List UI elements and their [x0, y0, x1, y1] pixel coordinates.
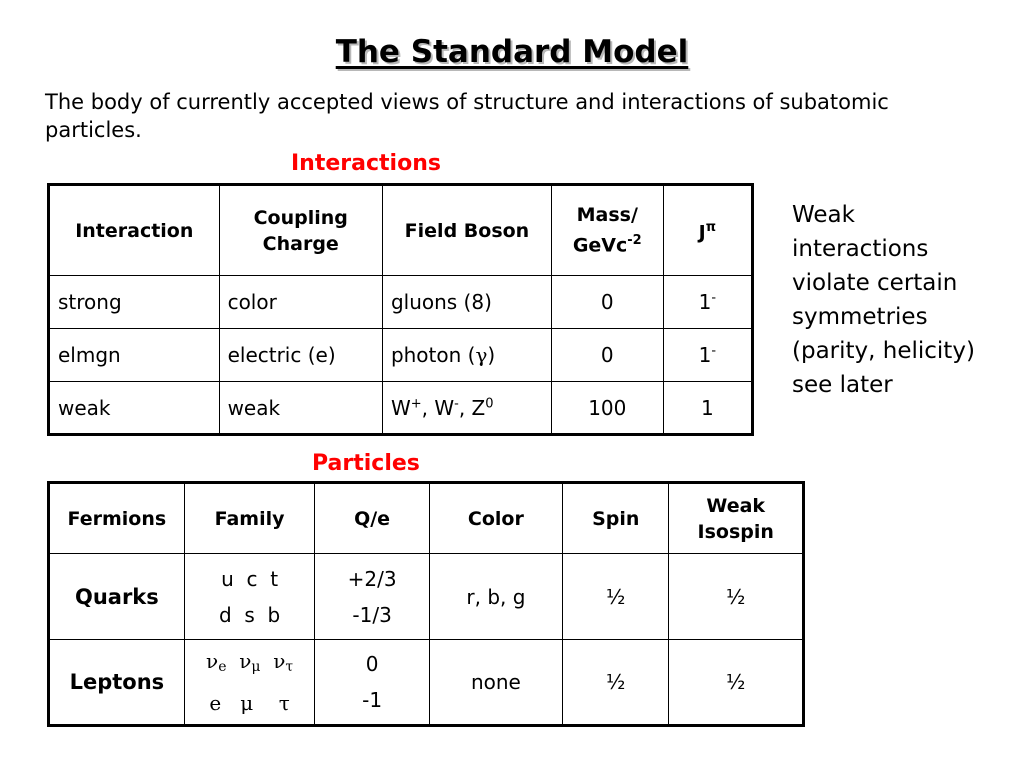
z-charge: 0 [485, 395, 494, 411]
header-family: Family [183, 482, 316, 554]
note-line: symmetries [792, 304, 928, 330]
charge-line: -1 [362, 688, 383, 712]
header-mass-exponent: -2 [627, 233, 642, 249]
isospin-cell: ½ [668, 553, 804, 640]
interaction-boson: photon (γ) [381, 328, 552, 382]
header-isospin-line2: Isospin [697, 520, 774, 543]
nu-symbol: ν [239, 649, 252, 673]
header-mass: Mass/ GeVc-2 [550, 184, 664, 276]
particles-heading: Particles [312, 451, 420, 476]
interactions-heading: Interactions [291, 151, 441, 176]
particles-header-row: Fermions Family Q/e Color Spin Weak Isos… [48, 482, 804, 554]
fermion-type: Quarks [48, 553, 185, 640]
nu-symbol: ν [273, 649, 286, 673]
header-coupling-line2: Charge [262, 232, 339, 255]
header-jpi-base: J [698, 221, 706, 244]
header-field-boson: Field Boson [381, 184, 552, 276]
header-mass-line1: Mass/ [576, 204, 638, 227]
jpi-value: 1 [698, 343, 712, 367]
interactions-header-row: Interaction Coupling Charge Field Boson … [48, 184, 754, 276]
header-spin: Spin [562, 482, 670, 554]
header-mass-line2: GeVc [572, 234, 628, 257]
note-line: violate certain [792, 270, 958, 296]
fermion-type: Leptons [48, 639, 185, 726]
interaction-jpi: 1- [662, 328, 754, 382]
weak-interactions-note: Weak interactions violate certain symmet… [792, 198, 1022, 402]
note-line: interactions [792, 236, 929, 262]
interaction-jpi: 1 [662, 381, 754, 435]
particle-row-quarks: Quarks u c t d s b +2/3 -1/3 r, b, g ½ ½ [48, 553, 804, 640]
charge-line: -1/3 [352, 602, 392, 627]
boson-text-end: ) [487, 343, 496, 367]
interaction-name: weak [48, 381, 220, 435]
header-coupling-charge: Coupling Charge [218, 184, 383, 276]
header-weak-isospin: Weak Isospin [668, 482, 804, 554]
particles-table: Fermions Family Q/e Color Spin Weak Isos… [47, 481, 805, 727]
interaction-boson: gluons (8) [381, 275, 552, 329]
interaction-name: strong [48, 275, 220, 329]
particle-row-leptons: Leptons νe νμ ντ e μ τ 0 -1 none ½ ½ [48, 639, 804, 726]
interaction-charge: electric (e) [218, 328, 383, 382]
header-color: Color [428, 482, 564, 554]
header-charge: Q/e [314, 482, 430, 554]
w-minus-charge: - [454, 395, 459, 411]
interaction-row-elmgn: elmgn electric (e) photon (γ) 0 1- [48, 328, 754, 382]
interaction-name: elmgn [48, 328, 220, 382]
family-line: e μ τ [209, 691, 290, 715]
w-boson: W [390, 395, 411, 420]
nu-symbol: ν [206, 649, 219, 673]
interaction-charge: weak [218, 381, 383, 435]
header-jpi: Jπ [662, 184, 754, 276]
boson-text: photon ( [390, 343, 476, 367]
family-line: u c t [221, 566, 279, 591]
interaction-jpi: 1- [662, 275, 754, 329]
interactions-table: Interaction Coupling Charge Field Boson … [47, 183, 754, 436]
charge-cell: 0 -1 [314, 639, 430, 726]
spin-cell: ½ [562, 553, 670, 640]
isospin-cell: ½ [668, 639, 804, 726]
w-plus-charge: + [410, 395, 422, 411]
color-cell: r, b, g [428, 553, 564, 640]
z-boson: , Z [458, 395, 486, 420]
header-isospin-line1: Weak [706, 494, 766, 517]
neutrino-line: νe νμ ντ [193, 643, 307, 685]
gamma-symbol: γ [475, 343, 488, 367]
jpi-parity: - [711, 343, 717, 359]
header-fermions: Fermions [48, 482, 185, 554]
interaction-charge: color [218, 275, 383, 329]
interaction-mass: 0 [550, 328, 664, 382]
note-line: Weak [792, 202, 855, 228]
charge-line: +2/3 [347, 566, 397, 591]
interaction-row-strong: strong color gluons (8) 0 1- [48, 275, 754, 329]
note-line: (parity, helicity) [792, 338, 975, 364]
family-line: d s b [218, 602, 281, 627]
interaction-mass: 100 [550, 381, 664, 435]
page-subtitle: The body of currently accepted views of … [45, 90, 889, 142]
jpi-value: 1 [698, 290, 712, 314]
page-title: The Standard Model [335, 34, 689, 70]
nu-subscript-tau: τ [285, 659, 294, 675]
spin-cell: ½ [562, 639, 670, 726]
header-coupling-line1: Coupling [253, 206, 348, 229]
family-cell: νe νμ ντ e μ τ [183, 639, 316, 726]
interaction-mass: 0 [550, 275, 664, 329]
charge-line: 0 [365, 652, 379, 676]
color-cell: none [428, 639, 564, 726]
family-cell: u c t d s b [183, 553, 316, 640]
nu-subscript-e: e [218, 659, 227, 675]
note-line: see later [792, 372, 893, 398]
interaction-boson: W+, W-, Z0 [381, 381, 552, 435]
interaction-row-weak: weak weak W+, W-, Z0 100 1 [48, 381, 754, 435]
header-interaction: Interaction [48, 184, 220, 276]
jpi-parity: - [711, 290, 717, 306]
header-jpi-exponent: π [705, 220, 716, 236]
nu-subscript-mu: μ [251, 659, 261, 675]
charge-cell: +2/3 -1/3 [314, 553, 430, 640]
w-minus-boson: , W [421, 395, 455, 420]
